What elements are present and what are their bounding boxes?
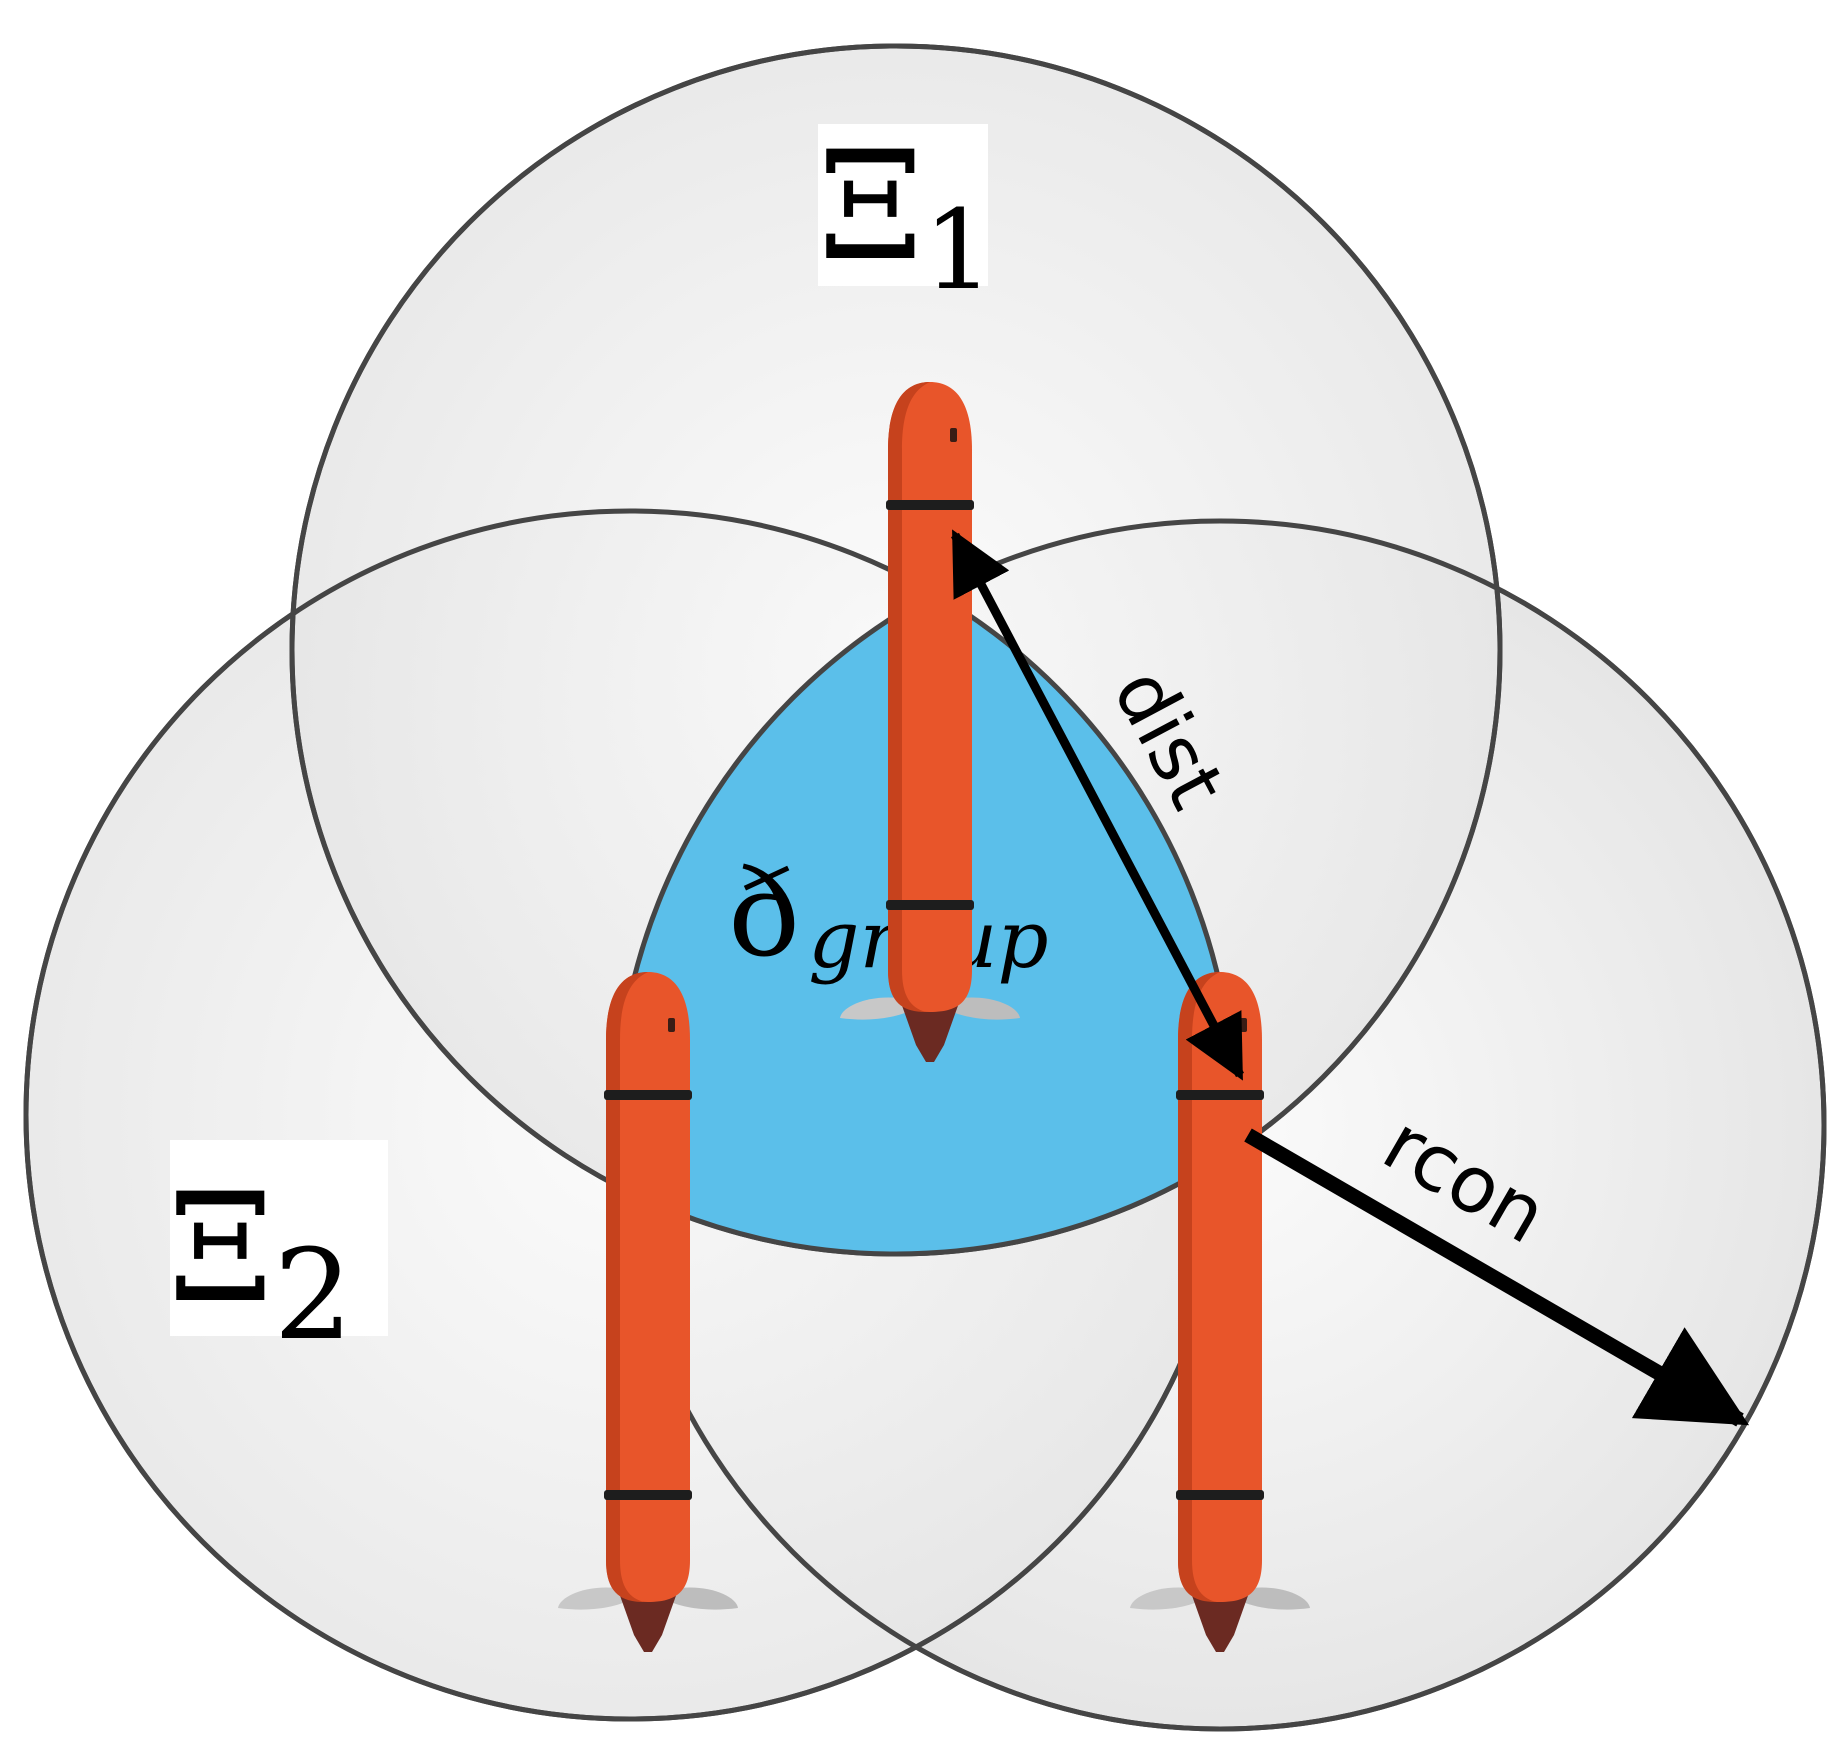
region2-label: Ξ2 (168, 1162, 353, 1368)
region1-label-bg (818, 124, 988, 286)
arrow-icon (1244, 1128, 1750, 1427)
region1-label: Ξ1 (818, 120, 994, 314)
region2-label-bg (170, 1140, 388, 1336)
double-arrow-icon (951, 529, 1244, 1081)
